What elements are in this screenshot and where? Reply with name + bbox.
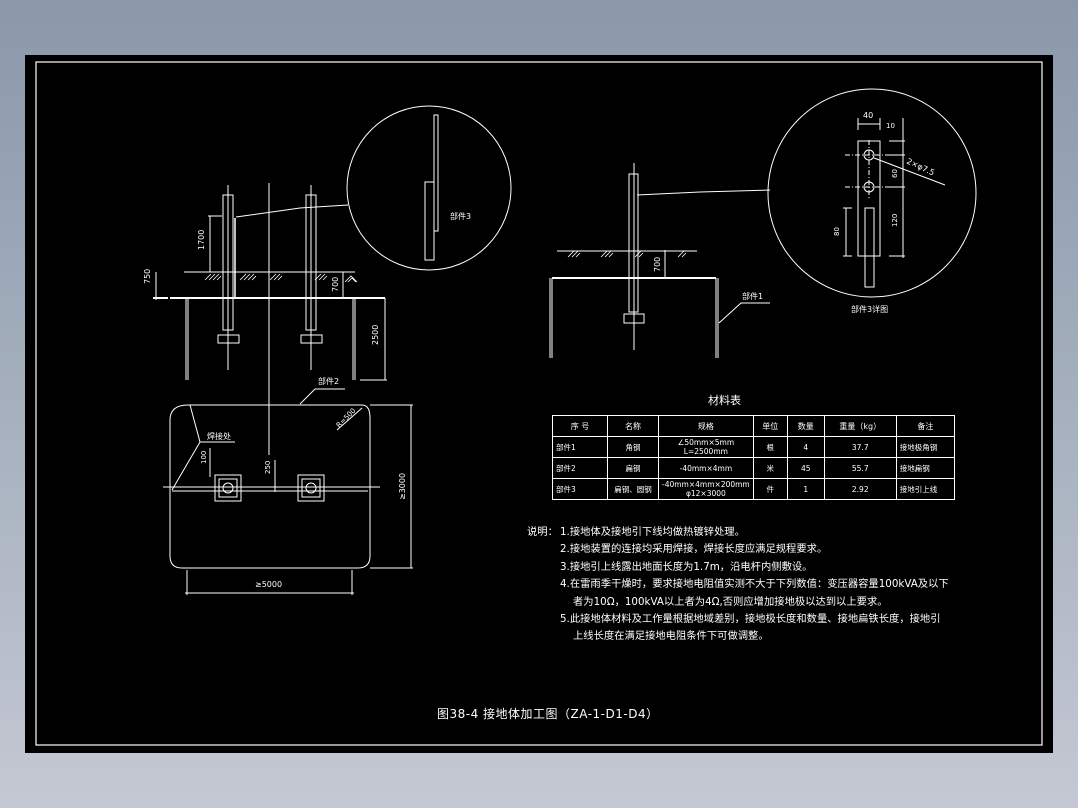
col-header-weight: 重量（kg） — [823, 415, 897, 437]
col-header-qty: 数量 — [786, 415, 825, 437]
dim-10: 10 — [886, 122, 895, 130]
detail-right-caption: 部件3详图 — [851, 304, 888, 314]
dim-2500: 2500 — [371, 325, 380, 345]
note-text: 2.接地装置的连接均采用焊接，焊接长度应满足规程要求。 — [560, 543, 828, 556]
cell-name: 扁钢 — [607, 457, 659, 479]
plan-weld-label: 焊接处 — [207, 431, 231, 441]
cell-unit: 根 — [752, 436, 788, 458]
note-text: 4.在雷雨季干燥时，要求接地电阻值实测不大于下列数值：变压器容量100kVA及以… — [560, 578, 949, 591]
table-row: 部件2 扁钢 -40mm×4mm 米 45 55.7 接地扁钢 — [552, 457, 956, 479]
note-text: 1.接地体及接地引下线均做热镀锌处理。 — [560, 526, 745, 538]
dim-250: 250 — [264, 461, 272, 474]
plan-view — [163, 380, 413, 595]
col-header-spec: 规格 — [658, 415, 754, 437]
cell-qty: 4 — [786, 436, 825, 458]
notes-block: 说明： 1.接地体及接地引下线均做热镀锌处理。 2.接地装置的连接均采用焊接，焊… — [527, 524, 949, 646]
figure-caption: 图38-4 接地体加工图（ZA-1-D1-D4） — [437, 707, 659, 721]
detail-circle-left — [346, 105, 512, 271]
elevation-right — [549, 163, 771, 358]
col-header-remark: 备注 — [895, 415, 956, 437]
note-text: 者为10Ω，100kVA以上者为4Ω,否则应增加接地极以达到以上要求。 — [573, 595, 888, 608]
cell-name: 角钢 — [607, 436, 659, 458]
cell-unit: 米 — [752, 457, 788, 479]
detail-circle-right — [767, 88, 977, 298]
cell-spec: -40mm×4mm — [658, 457, 754, 479]
cell-weight: 55.7 — [823, 457, 897, 479]
dim-5000: ≥5000 — [255, 580, 282, 589]
ground-hatch-icon — [567, 250, 687, 258]
dim-60: 60 — [891, 169, 899, 178]
cell-spec: ∠50mm×5mm L=2500mm — [658, 436, 754, 458]
dim-750: 750 — [143, 269, 152, 284]
col-header-name: 名称 — [607, 415, 659, 437]
note-text: 上线长度在满足接地电阻条件下可做调整。 — [573, 630, 769, 643]
col-header-unit: 单位 — [752, 415, 788, 437]
materials-table-title: 材料表 — [708, 394, 741, 407]
dim-r500: R=500 — [335, 407, 358, 430]
ground-hatch-icon — [204, 273, 358, 283]
cell-no: 部件3 — [552, 478, 608, 500]
table-row: 部件3 扁钢、圆钢 -40mm×4mm×200mm φ12×3000 件 1 2… — [552, 478, 956, 500]
elevation-left — [153, 183, 387, 455]
cell-no: 部件1 — [552, 436, 608, 458]
note-text: 5.此接地体材料及工作量根据地域差别，接地极长度和数量、接地扁铁长度，接地引 — [560, 613, 941, 626]
cell-remark: 接地引上线 — [895, 478, 956, 500]
dim-120: 120 — [891, 214, 899, 227]
notes-label: 说明： — [527, 526, 558, 538]
cell-spec: -40mm×4mm×200mm φ12×3000 — [658, 478, 754, 500]
cell-unit: 件 — [752, 478, 788, 500]
table-header-row: 序 号 名称 规格 单位 数量 重量（kg） 备注 — [552, 415, 956, 437]
cad-drawing-canvas: 1700 750 700 2500 部件3 — [35, 61, 1043, 746]
cell-name: 扁钢、圆钢 — [607, 478, 659, 500]
cell-no: 部件2 — [552, 457, 608, 479]
note-text: 3.接地引上线露出地面长度为1.7m，沿电杆内侧敷设。 — [560, 560, 813, 573]
right-part1-label: 部件1 — [742, 291, 763, 301]
inner-frame — [35, 61, 1043, 746]
dim-1700: 1700 — [197, 230, 206, 250]
drawing-sheet: 1700 750 700 2500 部件3 — [25, 55, 1053, 753]
dim-3000: ≥3000 — [398, 473, 407, 500]
note-item: 说明： 1.接地体及接地引下线均做热镀锌处理。 — [527, 524, 949, 541]
dim-holes: 2×φ7.5 — [905, 157, 936, 178]
cell-weight: 37.7 — [823, 436, 897, 458]
table-row: 部件1 角钢 ∠50mm×5mm L=2500mm 根 4 37.7 接地极角钢 — [552, 436, 956, 458]
cell-weight: 2.92 — [823, 478, 897, 500]
dim-700-right: 700 — [653, 257, 662, 272]
dim-700-left: 700 — [331, 277, 340, 292]
col-header-no: 序 号 — [552, 415, 608, 437]
materials-table: 序 号 名称 规格 单位 数量 重量（kg） 备注 部件1 角钢 ∠50mm×5… — [552, 415, 956, 500]
dim-100: 100 — [200, 451, 208, 464]
dim-80: 80 — [833, 227, 841, 236]
detail-left-label: 部件3 — [450, 211, 471, 221]
cell-qty: 45 — [786, 457, 825, 479]
plan-part2-label: 部件2 — [318, 376, 339, 386]
dim-40: 40 — [863, 111, 873, 120]
cell-remark: 接地极角钢 — [895, 436, 956, 458]
cell-qty: 1 — [786, 478, 825, 500]
cell-remark: 接地扁钢 — [895, 457, 956, 479]
